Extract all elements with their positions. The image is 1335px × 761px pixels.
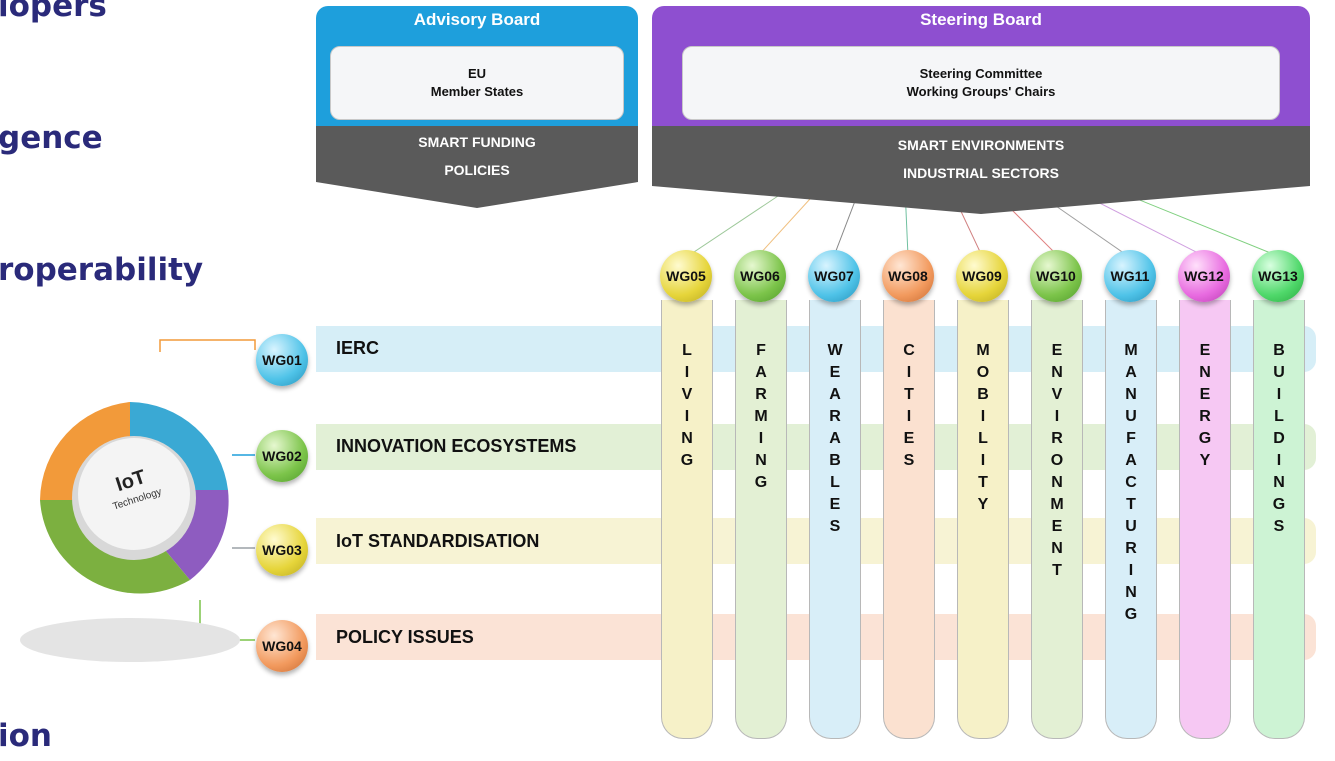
side-text-2: gence: [0, 120, 103, 156]
orb-wg02: WG02: [256, 430, 308, 482]
advisory-grey-line2: POLICIES: [444, 162, 510, 178]
advisory-line2: Member States: [430, 84, 524, 99]
orb-wg10: WG10: [1030, 250, 1082, 302]
label-wg01: IERC: [336, 338, 380, 358]
iot-hub-graphic: [20, 402, 240, 662]
orb-wg04: WG04: [256, 620, 308, 672]
steering-line1: Steering Committee: [919, 66, 1043, 81]
orb-wg12: WG12: [1178, 250, 1230, 302]
orb-wg01: WG01: [256, 334, 308, 386]
steering-board-title: Steering Board: [920, 10, 1042, 29]
label-wg03: IoT STANDARDISATION: [336, 531, 540, 551]
orb-wg11: WG11: [1104, 250, 1156, 302]
label-wg04: POLICY ISSUES: [336, 627, 474, 647]
side-text-4: ion: [0, 718, 52, 754]
steering-grey-line1: SMART ENVIRONMENTS: [897, 137, 1065, 153]
steering-grey-shape: [652, 126, 1310, 214]
steering-board-box: Steering Committee Working Groups' Chair…: [682, 46, 1280, 120]
side-text-1: lopers: [0, 0, 107, 24]
advisory-board-box: EU Member States: [330, 46, 624, 120]
orb-wg09: WG09: [956, 250, 1008, 302]
label-wg02: INNOVATION ECOSYSTEMS: [336, 436, 577, 456]
advisory-line1: EU: [467, 66, 487, 81]
advisory-grey-line1: SMART FUNDING: [316, 128, 638, 156]
side-text-3: roperability: [0, 252, 204, 288]
orb-wg05: WG05: [660, 250, 712, 302]
advisory-board: Advisory Board EU Member States: [316, 6, 638, 128]
steering-grey-line2: INDUSTRIAL SECTORS: [903, 165, 1059, 181]
orb-wg08: WG08: [882, 250, 934, 302]
steering-board: Steering Board Steering Committee Workin…: [652, 6, 1310, 128]
orb-wg13: WG13: [1252, 250, 1304, 302]
orb-wg06: WG06: [734, 250, 786, 302]
advisory-board-title: Advisory Board: [413, 10, 541, 29]
orb-wg03: WG03: [256, 524, 308, 576]
orb-wg07: WG07: [808, 250, 860, 302]
steering-line2: Working Groups' Chairs: [906, 84, 1056, 99]
